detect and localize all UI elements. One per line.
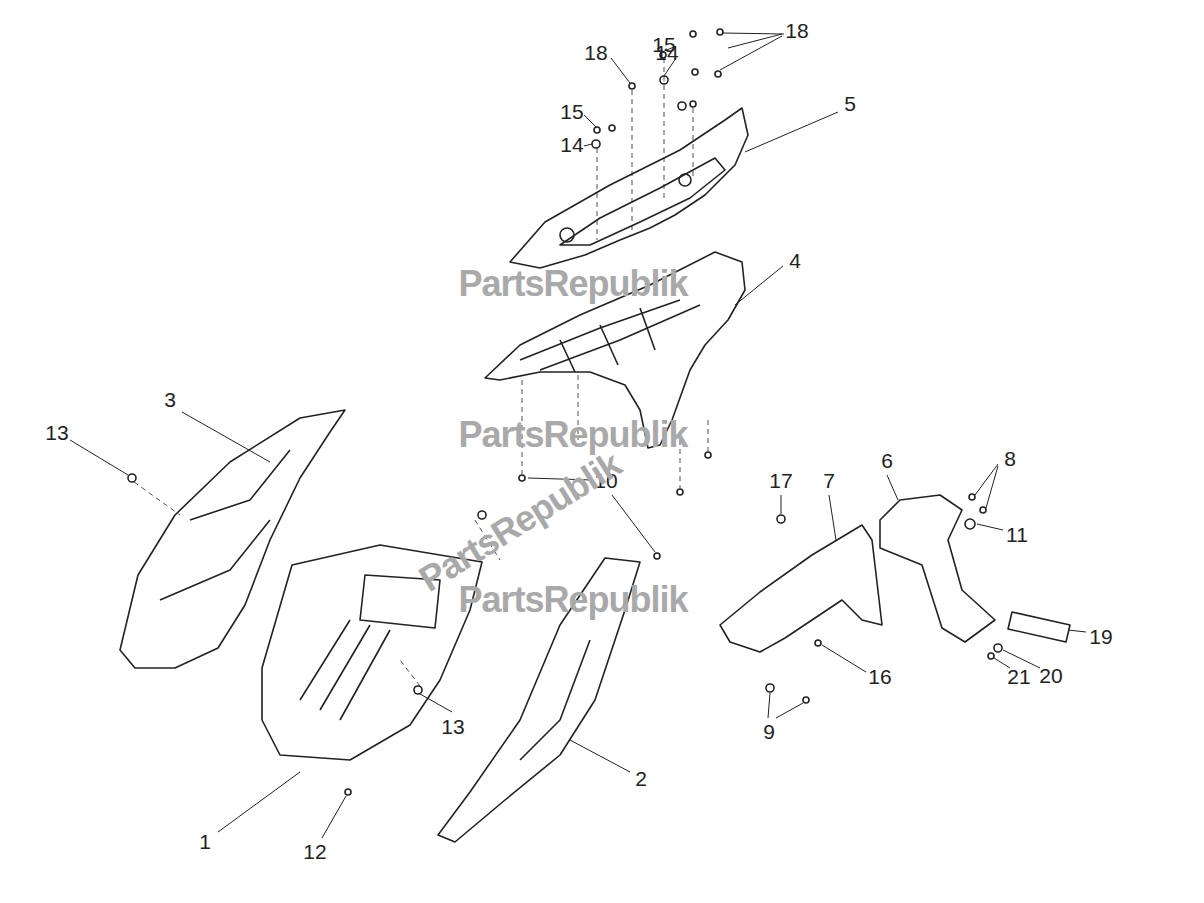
callout-number: 9	[763, 721, 775, 742]
screws	[128, 29, 1002, 795]
plate-holder	[720, 525, 882, 652]
callout-number: 17	[769, 470, 792, 491]
callout-number: 4	[789, 250, 801, 271]
leader-lines	[70, 33, 1086, 838]
watermark: PartsRepublik	[413, 446, 626, 598]
callout-number: 18	[785, 20, 808, 41]
watermark: PartsRepublik	[458, 266, 687, 302]
callout-number: 2	[635, 768, 647, 789]
side-panel-left	[120, 410, 345, 668]
callout-number: 20	[1039, 665, 1062, 686]
callout-number: 13	[441, 716, 464, 737]
callout-number: 13	[45, 422, 68, 443]
callout-number: 15	[560, 101, 583, 122]
dash-lines	[134, 58, 708, 686]
grab-rail-inner	[560, 158, 725, 245]
reflector	[1008, 612, 1070, 642]
callout-number: 5	[844, 93, 856, 114]
callout-number: 8	[1004, 448, 1016, 469]
callout-number: 12	[303, 841, 326, 862]
seat-frame-ribs	[520, 300, 700, 372]
callout-number: 7	[823, 470, 835, 491]
callout-number: 6	[881, 450, 893, 471]
watermark: PartsRepublik	[458, 417, 687, 453]
callout-number: 14	[655, 42, 678, 63]
callout-number: 16	[868, 666, 891, 687]
callout-number: 1	[199, 831, 211, 852]
plate-light	[880, 495, 995, 642]
callout-number: 21	[1007, 666, 1030, 687]
watermark: PartsRepublik	[458, 582, 687, 618]
callout-number: 18	[584, 42, 607, 63]
callout-number: 14	[560, 134, 583, 155]
grab-rail	[510, 108, 748, 268]
callout-number: 11	[1006, 524, 1028, 545]
callout-number: 19	[1089, 626, 1112, 647]
callout-number: 3	[164, 389, 176, 410]
